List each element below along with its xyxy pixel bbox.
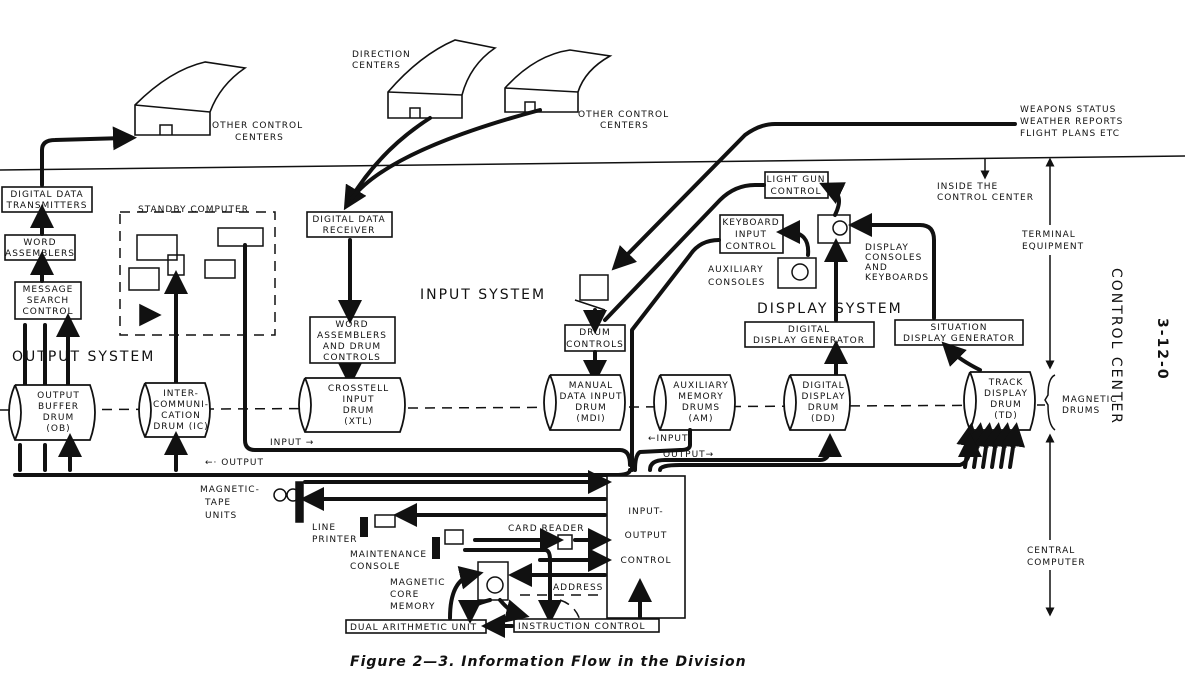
building-icon-other-control-centers-right <box>504 49 613 113</box>
label-line: CENTERS <box>235 133 284 143</box>
display-system-label: DISPLAY SYSTEM <box>757 301 903 317</box>
control-center-boundary <box>0 155 1186 171</box>
label-other-control-centers-left: OTHER CONTROL <box>212 121 303 131</box>
input-line-left <box>243 243 632 467</box>
output-system-label: OUTPUT SYSTEM <box>12 349 155 365</box>
digital-data-receiver-box <box>306 211 393 238</box>
label-line: CENTERS <box>600 121 649 131</box>
card-reader-icon <box>557 534 573 550</box>
building-icon-direction-centers <box>387 39 498 119</box>
card-reader-label: CARD READER <box>508 524 584 534</box>
line-printer-icon <box>360 514 396 537</box>
address-label: ADDRESS <box>553 583 603 593</box>
computer-equipment-icon <box>128 227 264 327</box>
arrow-to-td <box>974 422 999 469</box>
arrow-from-other-centers <box>350 108 542 200</box>
label-line: CENTERS <box>352 61 401 71</box>
svg-text:AUXILIARY: AUXILIARY <box>708 265 764 275</box>
console-icon-input <box>574 274 609 311</box>
drum-controls-box <box>564 324 626 352</box>
line-keyboard <box>630 238 721 472</box>
arrow-to-td <box>983 422 1008 469</box>
label-direction-centers: DIRECTION <box>352 50 411 60</box>
magnetic-tape-units-icon <box>273 481 304 523</box>
arrows-ob-to-message-search <box>23 325 68 387</box>
input-output-control-box <box>606 475 686 619</box>
word-assemblers-drum-controls-box <box>309 316 396 364</box>
svg-text:DUAL ARITHMETIC UNIT: DUAL ARITHMETIC UNIT <box>350 623 477 633</box>
message-search-control-box <box>14 281 82 320</box>
label-other-control-centers-right: OTHER CONTROL <box>578 110 669 120</box>
control-center-label: CONTROL CENTER <box>1108 268 1124 425</box>
maintenance-console-icon <box>432 529 464 559</box>
standby-computer-label: STANDBY COMPUTER <box>138 205 249 215</box>
arrow-to-td <box>1001 422 1026 469</box>
input-flow-label: INPUT → <box>270 438 314 448</box>
arrow-weapons-info <box>611 122 1017 271</box>
brace <box>1044 374 1056 431</box>
input-system-label: INPUT SYSTEM <box>420 287 546 303</box>
magnetic-core-memory-icon <box>477 561 509 601</box>
page-number: 3-12-0 <box>1154 318 1170 381</box>
address-dashed-lines <box>520 594 605 621</box>
input-flow-label-right: ←INPUT <box>648 434 688 444</box>
output-flow-label-right: OUTPUT→ <box>663 450 714 460</box>
arrow-from-direction-centers <box>343 116 432 211</box>
line-light-gun <box>603 183 766 322</box>
standby-computer-box <box>119 211 276 336</box>
instruction-control-box <box>513 618 660 633</box>
arrow-to-td <box>992 422 1017 469</box>
arrow-to-other-centers <box>40 126 137 187</box>
arrow-to-td <box>965 422 990 469</box>
output-flow-label: ←· OUTPUT <box>205 458 264 468</box>
keyboard-input-control-box <box>719 214 784 254</box>
building-icon-other-control-centers-left <box>134 61 248 136</box>
display-console-icon <box>777 214 851 289</box>
digital-display-generator-box <box>744 321 875 348</box>
svg-text:INSTRUCTION CONTROL: INSTRUCTION CONTROL <box>518 622 646 632</box>
figure-caption: Figure 2—3. Information Flow in the Divi… <box>350 654 747 670</box>
svg-text:CONSOLES: CONSOLES <box>708 278 765 288</box>
